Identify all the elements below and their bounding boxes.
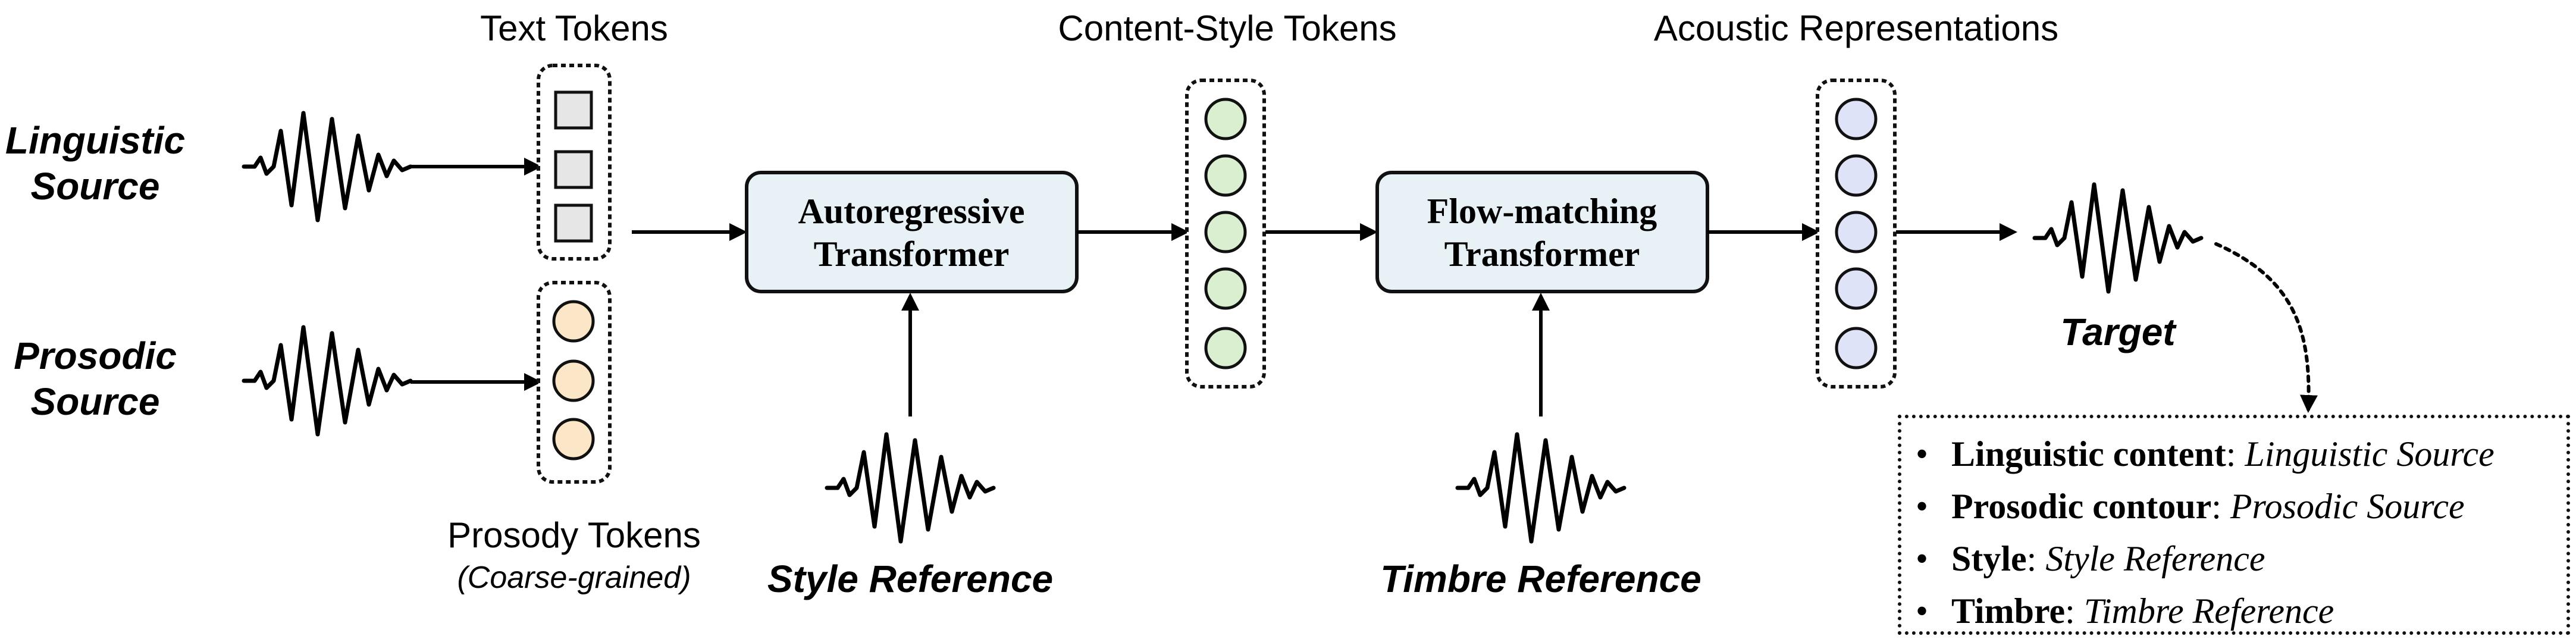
legend-value: Timbre Reference [2083, 591, 2334, 631]
legend-sep: : [2026, 539, 2046, 578]
prosody-tokens-sublabel: (Coarse-grained) [457, 560, 691, 595]
legend-key: Prosodic contour [1951, 487, 2212, 526]
fm-block-line1: Flow-matching [1427, 192, 1657, 231]
prosodic-source-waveform-icon [244, 327, 410, 434]
prosody-token [552, 359, 595, 402]
legend-key: Linguistic content [1951, 434, 2226, 474]
prosody-tokens-column [537, 281, 612, 484]
legend-list: • Linguistic content: Linguistic Source •… [1901, 418, 2566, 637]
linguistic-source-waveform-icon [244, 113, 410, 220]
linguistic-source-line2: Source [31, 165, 160, 208]
legend-item-prosodic-contour: • Prosodic contour: Prosodic Source [1916, 480, 2566, 532]
text-token [554, 150, 593, 189]
acoustic-representations-header: Acoustic Representations [1654, 8, 2058, 48]
acoustic-token [1835, 327, 1878, 369]
content-style-token [1204, 98, 1247, 140]
acoustic-token [1835, 98, 1878, 140]
bullet-icon: • [1916, 539, 1929, 578]
acoustic-representations-column [1816, 79, 1897, 389]
prosodic-source-label: Prosodic Source [14, 334, 177, 423]
legend-sep: : [2226, 434, 2245, 474]
timbre-reference-label: Timbre Reference [1380, 557, 1701, 600]
legend-value: Prosodic Source [2230, 487, 2465, 526]
legend-item-linguistic-content: • Linguistic content: Linguistic Source [1916, 428, 2566, 480]
target-to-legend-arrow [2214, 242, 2318, 413]
acoustic-token [1835, 211, 1878, 253]
autoregressive-transformer-block: Autoregressive Transformer [745, 171, 1079, 293]
legend-item-timbre: • Timbre: Timbre Reference [1916, 585, 2566, 637]
legend-sep: : [2211, 487, 2230, 526]
bullet-icon: • [1916, 591, 1929, 631]
prosodic-source-line2: Source [31, 380, 160, 423]
prosodic-source-line1: Prosodic [14, 334, 177, 377]
legend-key: Timbre [1951, 591, 2066, 631]
legend-sep: : [2065, 591, 2084, 631]
linguistic-source-line1: Linguistic [5, 119, 185, 162]
prosody-token [552, 300, 595, 343]
content-style-tokens-column [1185, 79, 1266, 389]
text-token [554, 203, 593, 243]
content-style-tokens-header: Content-Style Tokens [1058, 8, 1396, 48]
content-style-token [1204, 267, 1247, 310]
content-style-token [1204, 327, 1247, 369]
text-tokens-header: Text Tokens [480, 8, 668, 48]
style-reference-waveform-icon [827, 434, 994, 541]
acoustic-token [1835, 154, 1878, 197]
flow-matching-transformer-block: Flow-matching Transformer [1375, 171, 1709, 293]
target-attributes-legend: • Linguistic content: Linguistic Source •… [1898, 415, 2570, 635]
linguistic-source-label: Linguistic Source [5, 119, 185, 208]
acoustic-token [1835, 267, 1878, 310]
text-tokens-column [537, 64, 612, 261]
ar-block-line2: Transformer [814, 234, 1010, 274]
style-reference-label: Style Reference [767, 557, 1053, 600]
text-token [554, 90, 593, 130]
prosody-token [552, 418, 595, 461]
content-style-token [1204, 211, 1247, 253]
legend-value: Style Reference [2045, 539, 2265, 578]
bullet-icon: • [1916, 434, 1929, 474]
timbre-reference-waveform-icon [1458, 434, 1624, 541]
target-label: Target [2060, 311, 2177, 353]
prosody-tokens-label: Prosody Tokens [447, 515, 701, 555]
bullet-icon: • [1916, 487, 1929, 526]
legend-value: Linguistic Source [2245, 434, 2494, 474]
target-waveform-icon [2035, 184, 2201, 292]
legend-item-style: • Style: Style Reference [1916, 532, 2566, 585]
ar-block-line1: Autoregressive [798, 192, 1024, 231]
legend-key: Style [1951, 539, 2027, 578]
fm-block-line2: Transformer [1444, 234, 1640, 274]
content-style-token [1204, 154, 1247, 197]
